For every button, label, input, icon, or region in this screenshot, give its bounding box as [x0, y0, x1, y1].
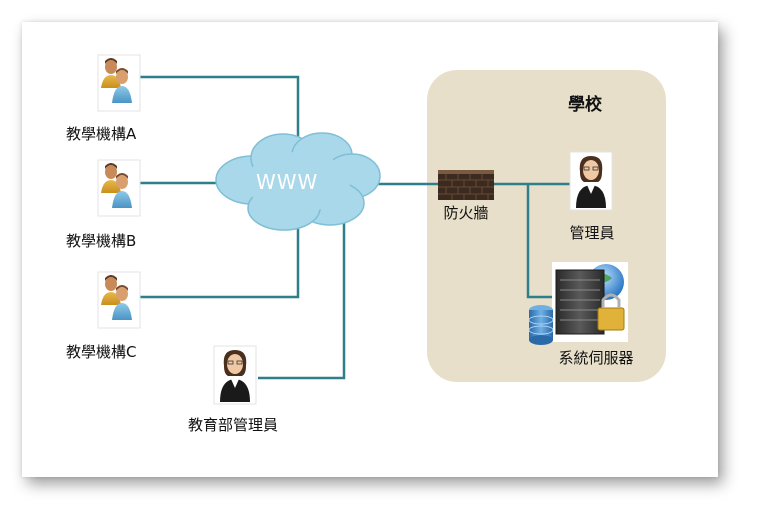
ministry-admin-label: 教育部管理員: [187, 416, 279, 434]
link-institution-a: [140, 75, 300, 148]
firewall-label: 防火牆: [443, 204, 489, 222]
internet-cloud: [215, 132, 381, 231]
admin-icon-school: [569, 151, 613, 211]
link-firewall-server: [526, 184, 560, 299]
server-icon: [528, 262, 628, 345]
link-ministry-admin: [258, 218, 346, 380]
people-icon-b: [97, 159, 141, 217]
cloud-label: WWW: [256, 170, 319, 194]
link-institution-c: [140, 225, 300, 299]
institution-label-c: 教學機構C: [66, 343, 137, 361]
firewall-icon: [438, 170, 494, 200]
server-label: 系統伺服器: [558, 349, 634, 367]
admin-icon-ministry: [213, 345, 257, 405]
people-icon-c: [97, 271, 141, 329]
people-icon-a: [97, 54, 141, 112]
connection-lines: [140, 75, 572, 380]
institution-label-a: 教學機構A: [66, 125, 137, 143]
school-admin-label: 管理員: [569, 224, 615, 242]
institution-label-b: 教學機構B: [66, 232, 137, 250]
school-title: 學校: [568, 95, 602, 115]
